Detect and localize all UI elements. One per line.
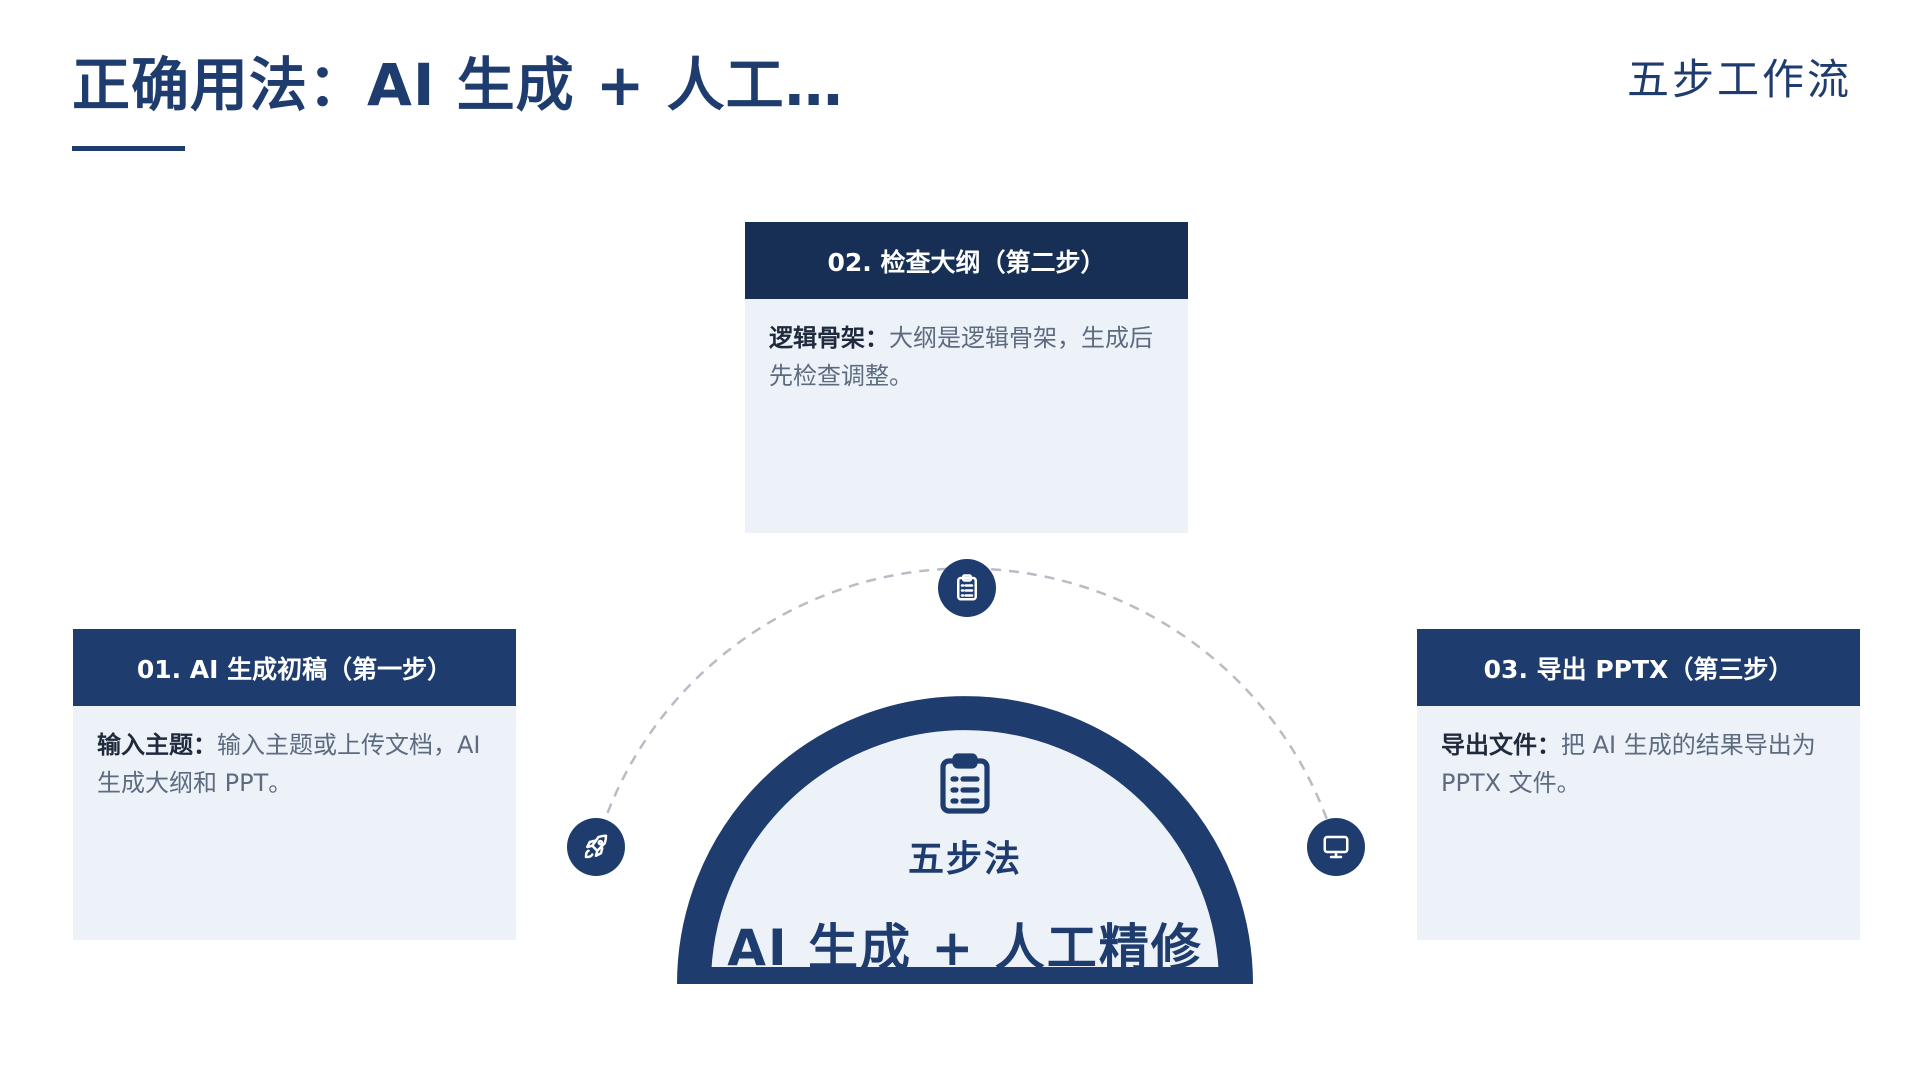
step-card-1-body: 输入主题：输入主题或上传文档，AI 生成大纲和 PPT。: [73, 706, 516, 802]
step-card-2-text: 大纲是逻辑骨架，生成后先检查调整。: [769, 324, 1153, 390]
step-card-1: 01. AI 生成初稿（第一步） 输入主题：输入主题或上传文档，AI 生成大纲和…: [73, 629, 516, 940]
step-card-3-body: 导出文件：把 AI 生成的结果导出为 PPTX 文件。: [1417, 706, 1860, 802]
step-card-1-lead: 输入主题：: [97, 731, 217, 759]
center-semicircle: [676, 696, 1254, 1001]
rocket-node: [567, 818, 625, 876]
clipboard-node: [938, 559, 996, 617]
step-card-2: 02. 检查大纲（第二步） 逻辑骨架：大纲是逻辑骨架，生成后先检查调整。: [745, 222, 1188, 533]
step-card-2-heading: 02. 检查大纲（第二步）: [745, 222, 1188, 299]
page-title: 正确用法：AI 生成 + 人工…: [72, 51, 844, 119]
step-card-1-text: 输入主题或上传文档，AI 生成大纲和 PPT。: [97, 731, 481, 797]
page-subtitle: 五步工作流: [1626, 55, 1852, 104]
step-card-1-heading: 01. AI 生成初稿（第一步）: [73, 629, 516, 706]
step-card-3-lead: 导出文件：: [1441, 731, 1561, 759]
semicircle-base-mask: [660, 984, 1270, 1024]
rocket-icon: [584, 834, 608, 859]
center-title: AI 生成 + 人工精修: [727, 919, 1203, 977]
monitor-icon: [1323, 835, 1349, 859]
step-card-3-heading: 03. 导出 PPTX（第三步）: [1417, 629, 1860, 706]
center-label: 五步法: [907, 839, 1022, 880]
step-card-3-text: 把 AI 生成的结果导出为 PPTX 文件。: [1441, 731, 1816, 797]
clipboard-list-icon: [957, 574, 977, 601]
step-card-3: 03. 导出 PPTX（第三步） 导出文件：把 AI 生成的结果导出为 PPTX…: [1417, 629, 1860, 940]
center-clipboard-icon: [940, 753, 990, 814]
step-card-2-body: 逻辑骨架：大纲是逻辑骨架，生成后先检查调整。: [745, 299, 1188, 395]
monitor-node: [1307, 818, 1365, 876]
title-underline: [72, 146, 185, 151]
step-card-2-lead: 逻辑骨架：: [769, 324, 889, 352]
